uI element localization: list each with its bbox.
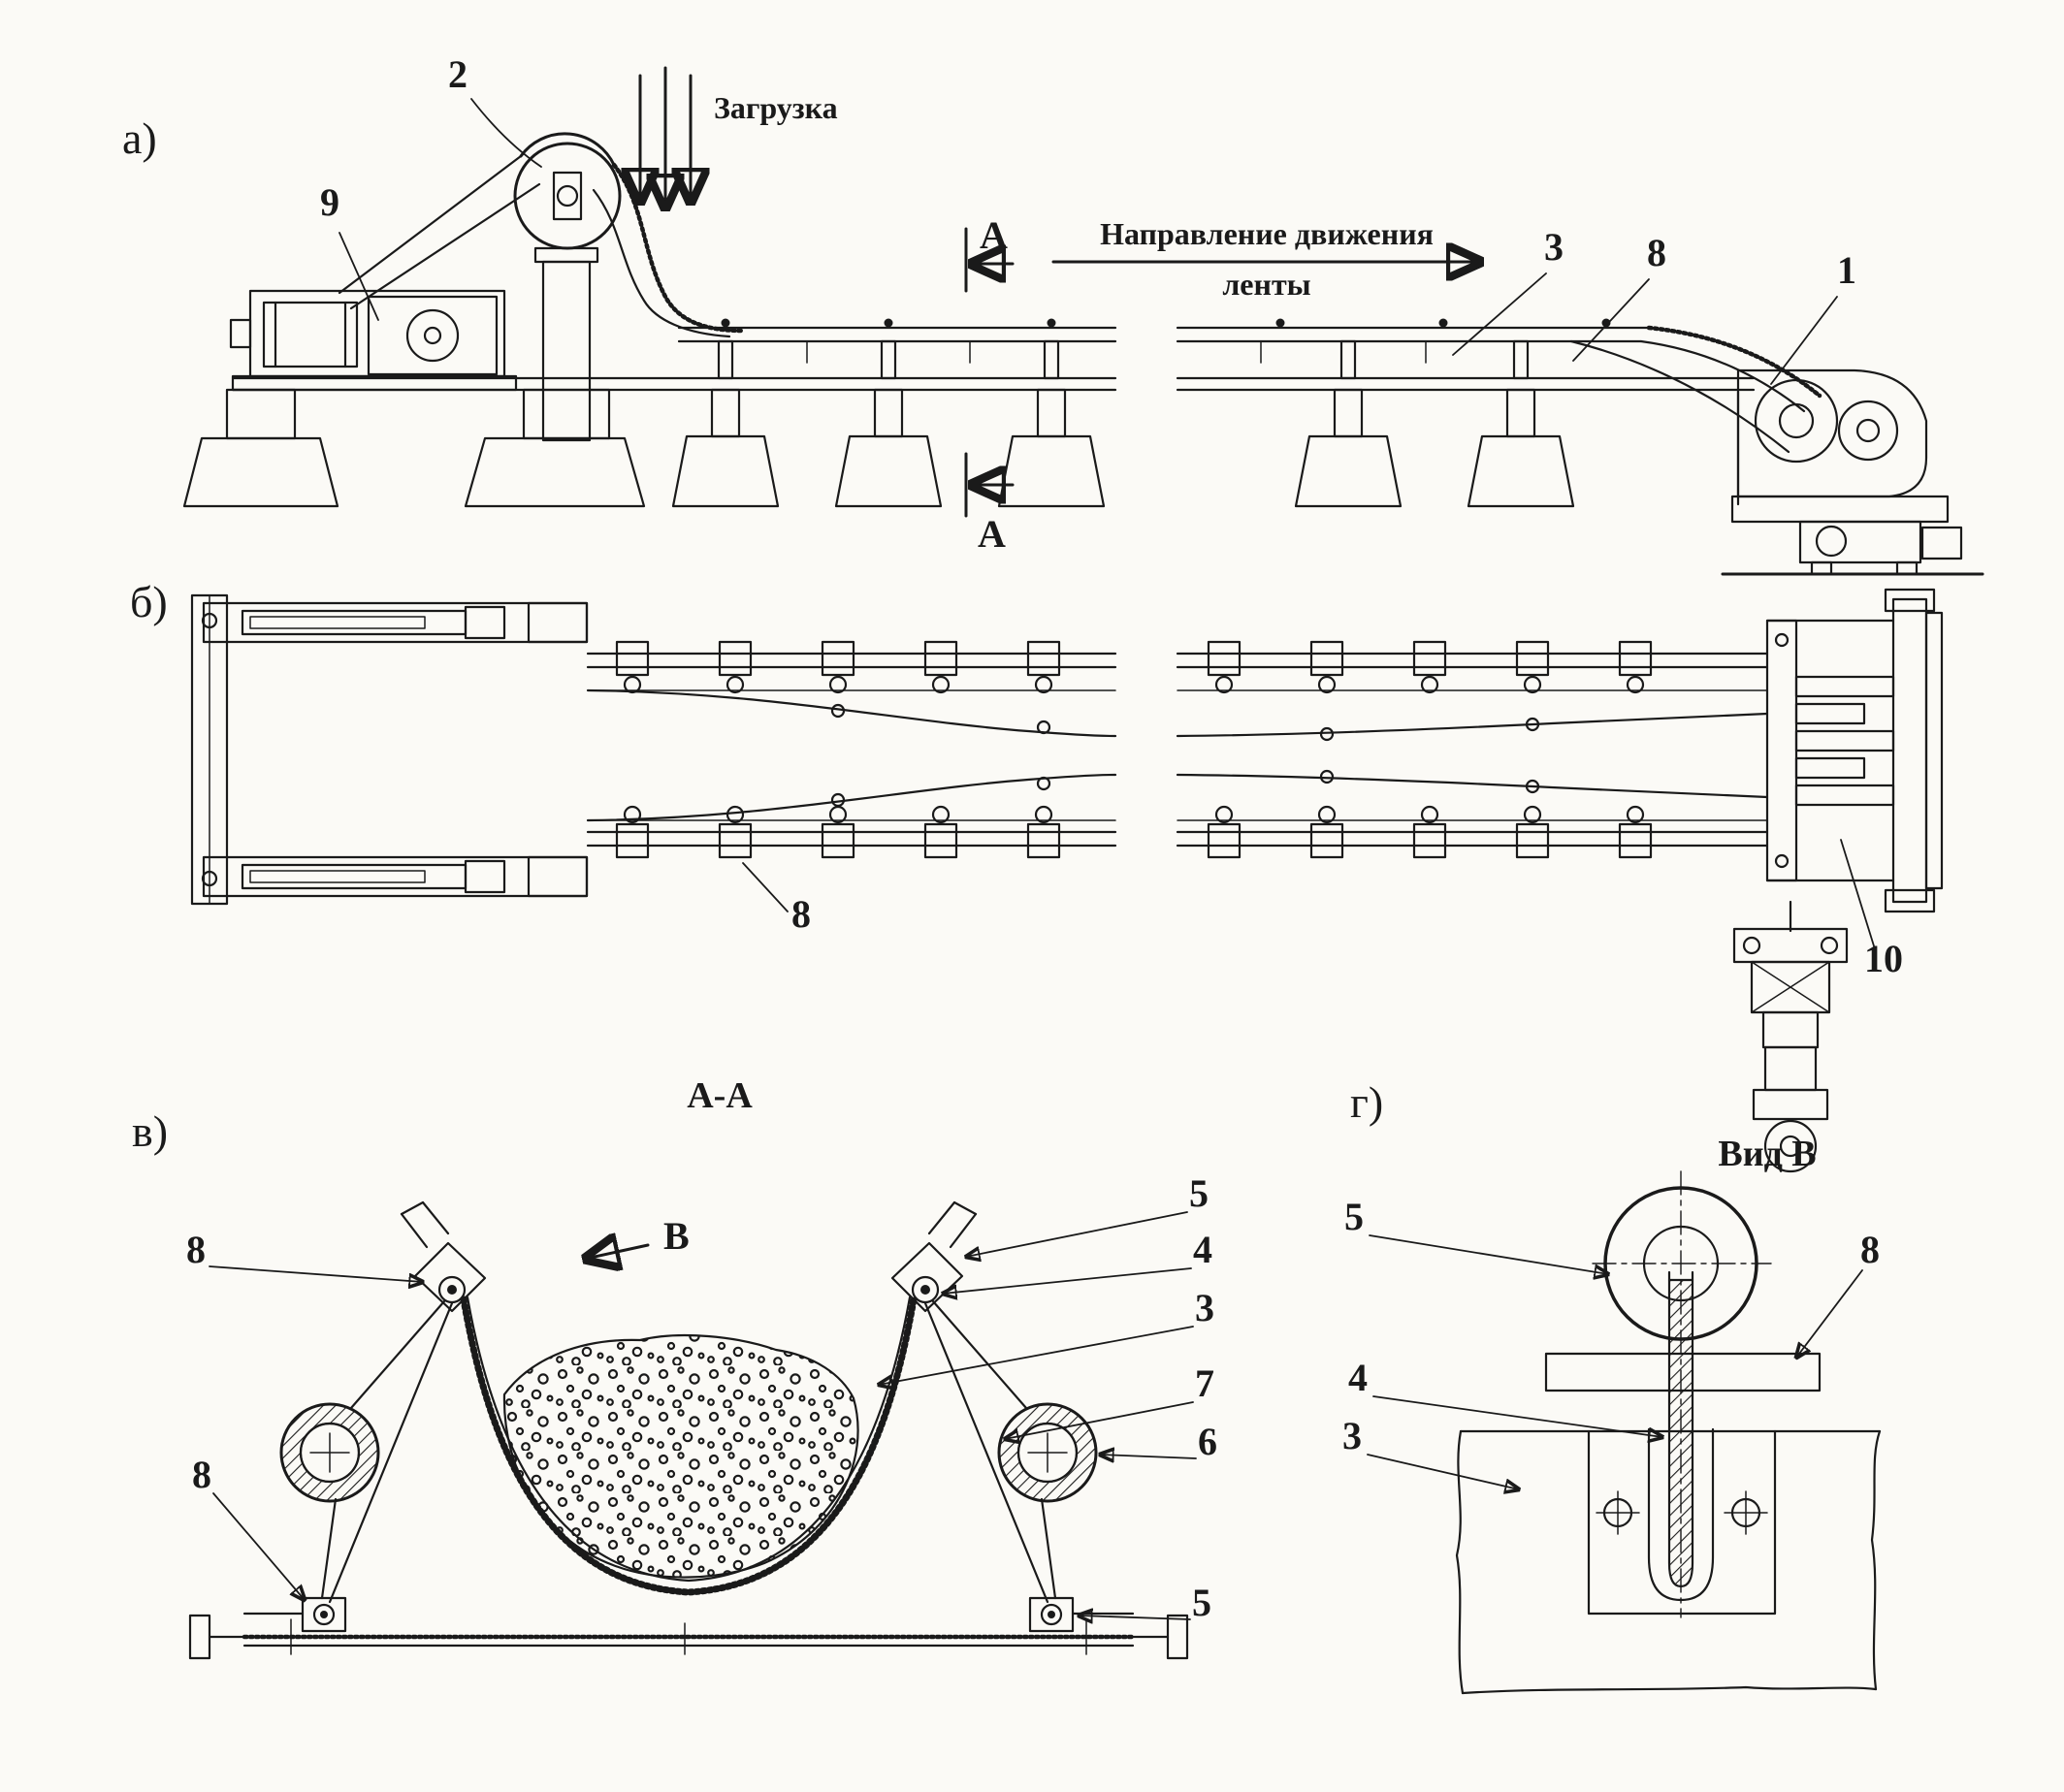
callout-g4: 4 [1348, 1356, 1368, 1399]
view-a-side-elevation: а) Загрузка 2 [122, 52, 1984, 576]
callout-9: 9 [320, 180, 339, 224]
callout-g8-leader [1796, 1269, 1863, 1358]
support-block [1455, 1429, 1882, 1695]
section-marker-top [964, 227, 1015, 293]
plan-stringers [586, 652, 1769, 848]
suspension-ropes [320, 1299, 1057, 1604]
view-a-label: а) [122, 113, 157, 163]
callout-v8-upper: 8 [186, 1228, 206, 1271]
callout-g5: 5 [1344, 1195, 1364, 1238]
section-marker-bottom [964, 452, 1015, 518]
callout-v5-upper-leader [966, 1211, 1188, 1257]
tail-drive-station [1721, 368, 1984, 576]
callout-b8-leader [742, 862, 789, 912]
belt-strands [338, 132, 746, 338]
callout-v5-lower: 5 [1192, 1581, 1211, 1624]
view-b-arrow-letter: В [663, 1214, 690, 1258]
left-side-roller [279, 1402, 380, 1503]
callout-v6-leader [1100, 1455, 1197, 1458]
return-belt [188, 1614, 1189, 1660]
belt-descent [1569, 325, 1822, 454]
callout-8a-leader [1572, 278, 1650, 362]
view-b-arrow [586, 1245, 650, 1259]
callout-2-leader [470, 98, 542, 168]
callout-g3-leader [1367, 1454, 1519, 1489]
callout-g3: 3 [1342, 1414, 1362, 1457]
callout-b10-leader [1840, 839, 1877, 953]
callout-v6: 6 [1198, 1420, 1217, 1463]
callout-b8: 8 [791, 892, 811, 936]
section-aa-title: А-А [687, 1075, 753, 1116]
conveyor-stringers [231, 318, 1756, 392]
callout-v4-leader [943, 1267, 1192, 1294]
callout-v5-upper: 5 [1189, 1171, 1209, 1215]
callout-9-leader [339, 232, 379, 321]
callout-1: 1 [1837, 248, 1856, 292]
callout-g4-leader [1372, 1395, 1662, 1437]
roller-brackets [615, 640, 1653, 859]
belt-edge-curves [586, 688, 1769, 822]
callout-v3: 3 [1195, 1286, 1214, 1329]
section-letter-top: А [980, 213, 1008, 257]
vid-b-title: Вид В [1718, 1134, 1816, 1174]
gearmotor-assembly [1732, 900, 1849, 1173]
callout-g8: 8 [1860, 1228, 1880, 1271]
takeup-frame [190, 593, 589, 906]
callout-v7: 7 [1195, 1361, 1214, 1405]
material-pile [502, 1333, 859, 1579]
pin-pocket [1647, 1427, 1715, 1602]
callout-v8-upper-leader [209, 1265, 423, 1282]
drive-unit [229, 289, 518, 392]
callout-v4: 4 [1193, 1228, 1212, 1271]
bottom-brackets [242, 1596, 1135, 1633]
pulley-column [533, 246, 599, 442]
callout-v3-leader [879, 1326, 1194, 1385]
view-g-label: г) [1350, 1077, 1383, 1127]
callout-3-leader [1452, 272, 1547, 356]
bend-pulley [513, 142, 622, 250]
callout-8a: 8 [1647, 231, 1666, 274]
view-b-label: б) [130, 577, 168, 626]
right-side-roller [997, 1402, 1098, 1503]
callout-v7-leader [1005, 1401, 1194, 1439]
loading-arrows-icon [640, 66, 691, 208]
callout-2: 2 [448, 52, 468, 96]
view-v-section-aa: в) А-А В [132, 1075, 1217, 1660]
callout-b10: 10 [1864, 937, 1903, 980]
right-clamp-bracket [890, 1200, 978, 1313]
callout-3: 3 [1544, 225, 1564, 269]
view-b-plan-view: б) [130, 577, 1944, 1173]
left-clamp-bracket [400, 1200, 487, 1313]
callout-v8-lower: 8 [192, 1453, 211, 1496]
pivot-pin [1667, 1270, 1694, 1588]
support-pedestals [182, 388, 1575, 508]
direction-label-line1: Направление движения [1100, 216, 1434, 251]
loading-label: Загрузка [714, 90, 838, 125]
callout-g5-leader [1369, 1234, 1608, 1274]
callout-v8-lower-leader [212, 1492, 305, 1600]
trough-belt [460, 1296, 918, 1596]
end-frame-drum [1765, 588, 1944, 913]
view-g-vid-b: г) Вид В [1342, 1077, 1882, 1695]
callout-v5-lower-leader [1079, 1616, 1191, 1619]
direction-label-line2: ленты [1222, 267, 1310, 302]
view-v-label: в) [132, 1106, 168, 1156]
section-letter-bottom: А [978, 512, 1006, 556]
